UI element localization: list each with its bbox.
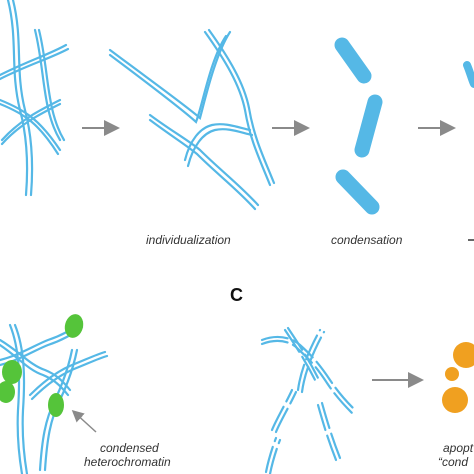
heterochromatin-blobs [0,314,84,417]
condensed-heterochromatin-label-line2: heterochromatin [84,455,171,469]
apoptotic-label-line1: apopt [443,441,474,455]
individualized-chromatids [108,28,276,211]
individualization-label: individualization [146,233,231,247]
apoptotic-bodies [442,342,474,413]
heterochromatin-fibers [0,320,109,474]
heterochromatin-pointer [71,409,97,433]
condensed-chromosomes [334,37,383,215]
condensed-heterochromatin-label-line1: condensed [100,441,159,455]
interphase-chromatin [0,0,70,197]
apoptotic-label-line2: “cond [438,455,469,469]
fragmented-chromatin [260,326,357,474]
condensation-label: condensation [331,233,403,247]
partial-chromosome [463,61,474,88]
panel-c-letter: C [230,285,243,305]
